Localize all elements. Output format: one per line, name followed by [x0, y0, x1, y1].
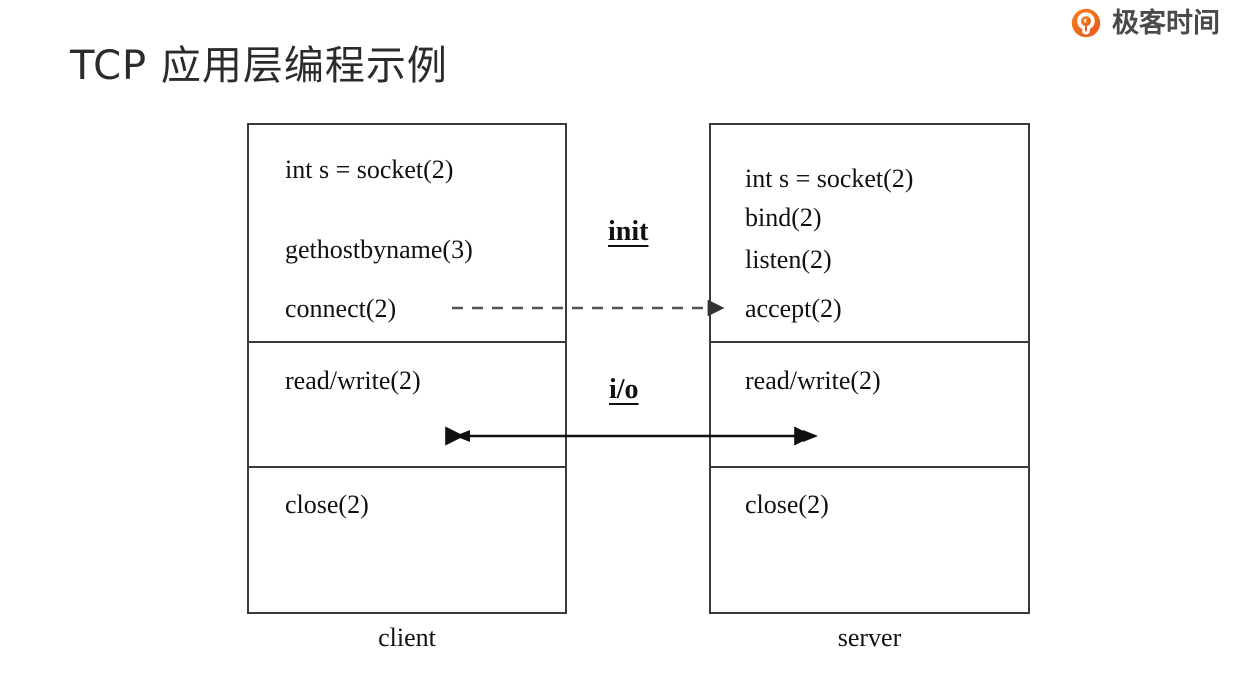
server-divider-1 — [709, 341, 1030, 343]
client-column-box — [247, 123, 567, 614]
server-line-socket: int s = socket(2) — [745, 164, 914, 193]
init-connector-label: init — [608, 216, 649, 247]
server-line-bind: bind(2) — [745, 203, 822, 232]
client-divider-2 — [247, 466, 567, 468]
client-line-readwrite: read/write(2) — [285, 366, 421, 395]
client-line-gethostbyname: gethostbyname(3) — [285, 235, 473, 264]
brand-logo: 极客时间 — [1068, 6, 1220, 42]
io-connector-label: i/o — [609, 374, 639, 405]
server-column-box — [709, 123, 1030, 614]
client-line-connect: connect(2) — [285, 294, 397, 323]
server-line-readwrite: read/write(2) — [745, 366, 881, 395]
brand-name: 极客时间 — [1112, 8, 1220, 39]
server-divider-2 — [709, 466, 1030, 468]
server-line-close: close(2) — [745, 490, 829, 519]
geektime-logo-icon — [1068, 6, 1104, 42]
client-line-close: close(2) — [285, 490, 369, 519]
server-caption: server — [837, 623, 902, 652]
client-line-socket: int s = socket(2) — [285, 155, 454, 184]
client-caption: client — [378, 623, 436, 652]
client-divider-1 — [247, 341, 567, 343]
page-title: TCP 应用层编程示例 — [70, 43, 448, 89]
server-line-listen: listen(2) — [745, 245, 832, 274]
server-line-accept: accept(2) — [745, 294, 842, 323]
